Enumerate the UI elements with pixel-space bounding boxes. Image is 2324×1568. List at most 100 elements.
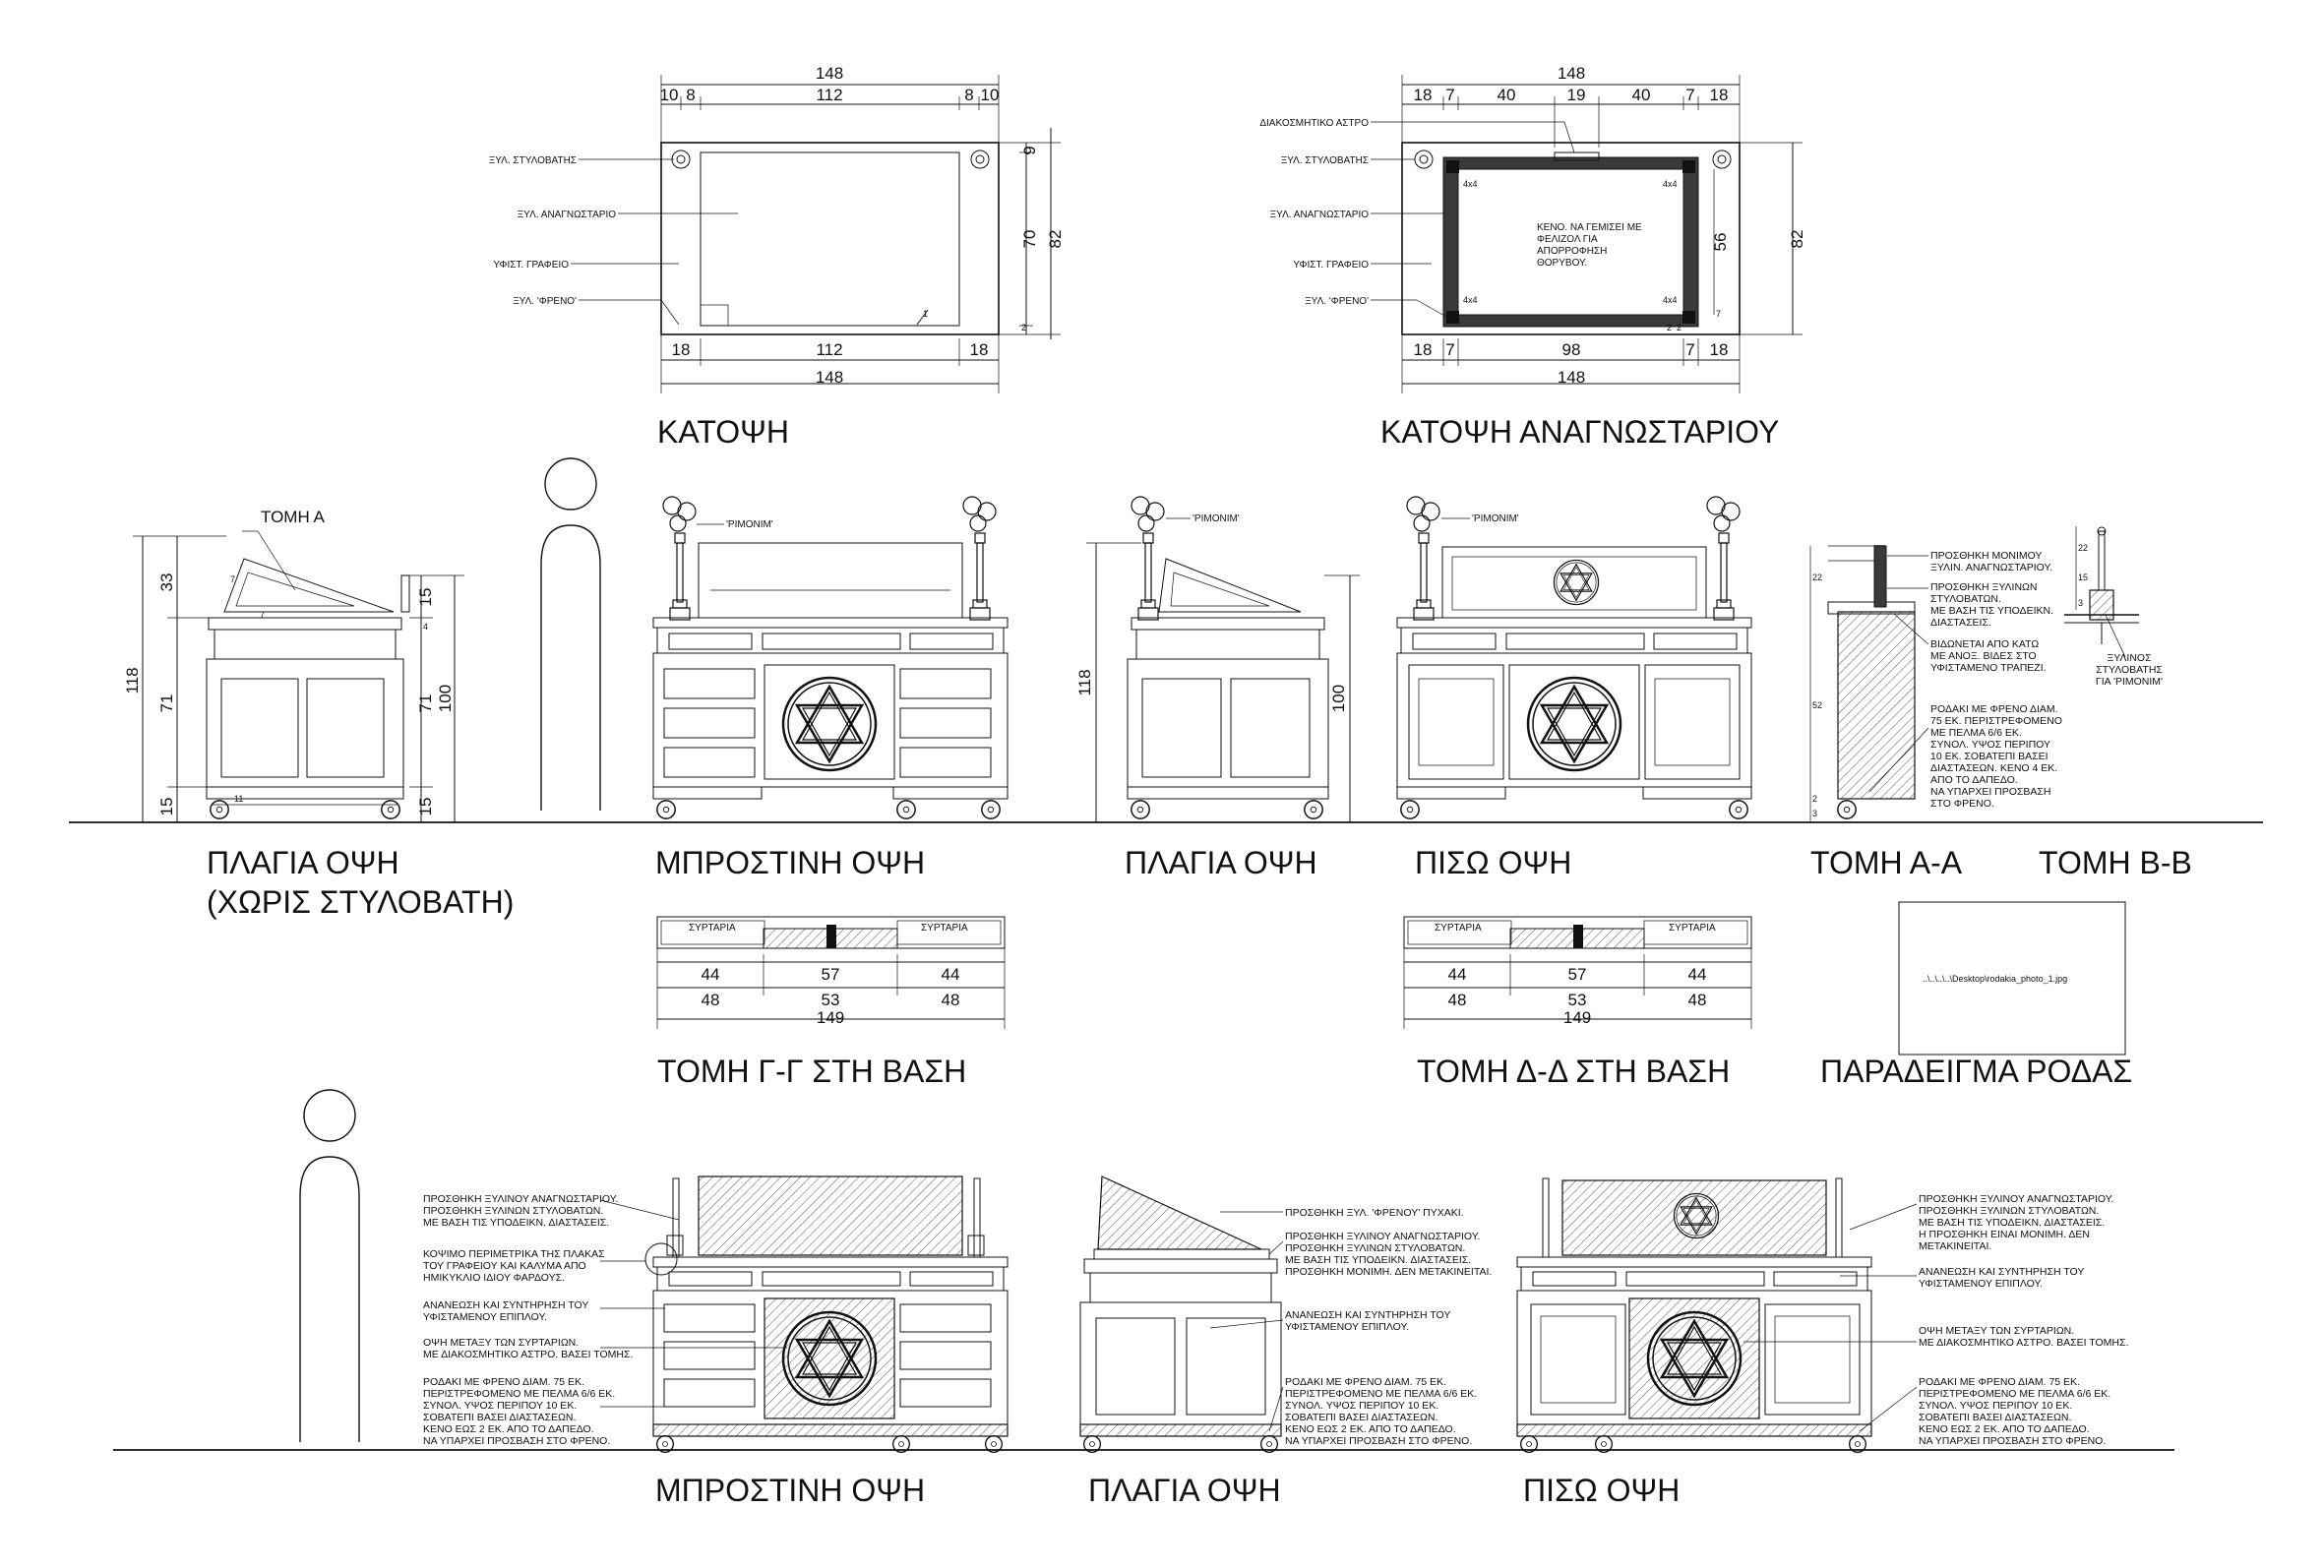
gg-dim: 57 [822, 965, 840, 984]
rimonim-finial-icon [1131, 496, 1165, 621]
section-bb-dim: 3 [2078, 598, 2083, 608]
lower-back-note: ΣΥΝΟΛ. ΥΨΟΣ ΠΕΡΙΠΟΥ 10 ΕΚ. [1919, 1400, 2072, 1412]
plan2-right-dim: 82 [1788, 230, 1806, 249]
plan2-right-dim: 2 [1677, 323, 1682, 332]
lower-back-note: ΑΝΑΝΕΩΣΗ ΚΑΙ ΣΥΝΤΗΡΗΣΗ ΤΟΥ [1919, 1266, 2084, 1278]
lower-back-note: ΠΡΟΣΘΗΚΗ ΞΥΛΙΝΩΝ ΣΤΥΛΟΒΑΤΩΝ. [1919, 1205, 2099, 1217]
lower-side-note: ΠΕΡΙΣΤΡΕΦΟΜΕΝΟ ΜΕ ΠΕΛΜΑ 6/6 ΕΚ. [1285, 1388, 1477, 1400]
lower-front-note: ΚΕΝΟ ΕΩΣ 2 ΕΚ. ΑΠΟ ΤΟ ΔΑΠΕΔΟ. [423, 1423, 594, 1435]
section-aa-note: ΣΤΟ ΦΡΕΝΟ. [1930, 798, 1994, 810]
lower-front-note: ΡΟΔΑΚΙ ΜΕ ΦΡΕΝΟ ΔΙΑΜ. 75 ΕΚ. [423, 1376, 584, 1388]
lower-front-note: ΠΡΟΣΘΗΚΗ ΞΥΛΙΝΩΝ ΣΤΥΛΟΒΑΤΩΝ. [423, 1205, 603, 1217]
rimonim-label: 'ΡΙΜΟΝΙΜ' [1193, 513, 1240, 524]
lower-side-note: ΑΝΑΝΕΩΣΗ ΚΑΙ ΣΥΝΤΗΡΗΣΗ ΤΟΥ [1285, 1309, 1450, 1321]
section-bb-dim: 22 [2078, 543, 2088, 553]
lower-front-note: ΚΟΨΙΜΟ ΠΕΡΙΜΕΤΡΙΚΑ ΤΗΣ ΠΛΑΚΑΣ [423, 1248, 605, 1260]
section-aa-note: ΝΑ ΥΠΑΡΧΕΙ ΠΡΟΣΒΑΣΗ [1930, 786, 2051, 798]
side-right-dim: 100 [1329, 685, 1348, 712]
dd-dim: 44 [1448, 965, 1467, 984]
rimonim-label: 'ΡΙΜΟΝΙΜ' [1472, 513, 1519, 524]
plan1-label: ΞΥΛ. ΣΤΥΛΟΒΑΤΗΣ [489, 155, 577, 166]
lower-back-note: ΝΑ ΥΠΑΡΧΕΙ ΠΡΟΣΒΑΣΗ ΣΤΟ ΦΡΕΝΟ. [1919, 1435, 2106, 1447]
section-aa-dim: 52 [1812, 700, 1822, 710]
plan-katopsi-anagnostariou: 4x4 4x4 4x4 4x4 ΚΕΝΟ. ΝΑ ΓΕΜΙΣΕΙ ΜΕ ΦΕΛΙ… [1259, 64, 1806, 450]
gg-dim: 44 [702, 965, 720, 984]
base-section-gg: ΣΥΡΤΑΡΙΑ ΣΥΡΤΑΡΙΑ 44 57 44 48 53 48 149 … [656, 916, 1006, 1089]
section-aa-note: 75 ΕΚ. ΠΕΡΙΣΤΡΕΦΟΜΕΝΟ [1930, 715, 2062, 727]
gg-dim: 44 [942, 965, 960, 984]
plan2-label: ΞΥΛ. ΣΤΥΛΟΒΑΤΗΣ [1281, 155, 1369, 166]
plan2-top-part: 40 [1632, 86, 1651, 104]
elevation-front: 'ΡΙΜΟΝΙΜ' ΜΠΡΟΣΤΙΝΗ ΟΨΗ [652, 496, 1009, 880]
lower-front-note: ΤΟΥ ΓΡΑΦΕΙΟΥ ΚΑΙ ΚΑΛΥΜΑ ΑΠΟ [423, 1260, 586, 1272]
plan2-note: ΚΕΝΟ. ΝΑ ΓΕΜΙΣΕΙ ΜΕ [1537, 222, 1642, 233]
section-aa: 22 52 2 3 ΠΡΟΣΘΗΚΗ ΜΟΝΙΜΟΥ ΞΥΛΙΝ. ΑΝΑΓΝΩ… [1809, 545, 2062, 880]
lower-front-elevation: ΠΡΟΣΘΗΚΗ ΞΥΛΙΝΟΥ ΑΝΑΓΝΩΣΤΑΡΙΟΥ. ΠΡΟΣΘΗΚΗ… [423, 1176, 1009, 1508]
lower-side-note: ΡΟΔΑΚΙ ΜΕ ΦΡΕΝΟ ΔΙΑΜ. 75 ΕΚ. [1285, 1376, 1446, 1388]
lower-back-note: ΥΦΙΣΤΑΜΕΝΟΥ ΕΠΙΠΛΟΥ. [1919, 1278, 2043, 1290]
lower-front-note: ΑΝΑΝΕΩΣΗ ΚΑΙ ΣΥΝΤΗΡΗΣΗ ΤΟΥ [423, 1299, 588, 1311]
plan2-top-part: 40 [1498, 86, 1516, 104]
plan2-corner-tag: 4x4 [1663, 295, 1678, 305]
section-aa-note: ΞΥΛΙΝ. ΑΝΑΓΝΩΣΤΑΡΙΟΥ. [1930, 562, 2052, 573]
plan1-right-dim: 1 [923, 309, 928, 319]
side-small-dim: 7 [260, 610, 265, 620]
wheel-icon [1131, 800, 1150, 819]
lower-back-note: ΜΕΤΑΚΙΝΕΙΤΑΙ. [1919, 1240, 1991, 1252]
rimonim-finial-icon [962, 496, 997, 621]
plan-katopsi: 148 10 8 112 8 10 18 112 18 148 9 70 82 … [489, 64, 1065, 450]
wheel-icon [896, 800, 916, 819]
section-bb-note: ΓΙΑ 'ΡΙΜΟΝΙΜ' [2096, 676, 2163, 688]
lower-side-note: ΠΡΟΣΘΗΚΗ ΞΥΛΙΝΟΥ ΑΝΑΓΝΩΣΤΑΡΙΟΥ. [1285, 1231, 1480, 1242]
back-elevation-title: ΠΙΣΩ ΟΨΗ [1415, 845, 1571, 880]
plan2-top-part: 7 [1685, 86, 1694, 104]
plan1-top-total: 148 [816, 64, 843, 83]
lower-front-note: ΜΕ ΒΑΣΗ ΤΙΣ ΥΠΟΔΕΙΚΝ. ΔΙΑΣΤΑΣΕΙΣ. [423, 1217, 609, 1229]
plan2-note: ΑΠΟΡΡΟΦΗΣΗ [1537, 246, 1607, 257]
wheel-icon [1729, 800, 1748, 819]
lower-front-note: ΗΜΙΚΥΚΛΙΟ ΙΔΙΟΥ ΦΑΡΔΟΥΣ. [423, 1272, 565, 1284]
plan1-label: ΞΥΛ. ΑΝΑΓΝΩΣΤΑΡΙΟ [518, 210, 617, 220]
plan2-bottom-part: 7 [1445, 340, 1454, 359]
section-aa-note: ΜΕ ΠΕΛΜΑ 6/6 ΕΚ. [1930, 727, 2022, 739]
side-right-dim: 15 [416, 588, 435, 607]
lower-back-note: ΣΟΒΑΤΕΠΙ ΒΑΣΕΙ ΔΙΑΣΤΑΣΕΩΝ. [1919, 1412, 2071, 1423]
drawer-label: ΣΥΡΤΑΡΙΑ [689, 923, 736, 934]
gg-total: 149 [817, 1008, 844, 1027]
lower-side-note: ΠΡΟΣΘΗΚΗ ΞΥΛ. 'ΦΡΕΝΟΥ' ΠΥΧΑΚΙ. [1285, 1207, 1464, 1219]
lower-side-note: ΠΡΟΣΘΗΚΗ ΜΟΝΙΜΗ. ΔΕΝ ΜΕΤΑΚΙΝΕΙΤΑΙ. [1285, 1266, 1492, 1278]
plan2-top-total: 148 [1558, 64, 1585, 83]
plan2-bottom-part: 7 [1685, 340, 1694, 359]
lower-side-note: ΥΦΙΣΤΑΜΕΝΟΥ ΕΠΙΠΛΟΥ. [1285, 1321, 1409, 1333]
section-aa-dim: 22 [1812, 573, 1822, 582]
plan2-bottom-part: 98 [1562, 340, 1581, 359]
lower-back-note: ΜΕ ΒΑΣΗ ΤΙΣ ΥΠΟΔΕΙΚΝ. ΔΙΑΣΤΑΣΕΙΣ. [1919, 1217, 2105, 1229]
section-aa-note: ΣΤΥΛΟΒΑΤΩΝ. [1930, 593, 2001, 605]
side-right-dim: 4 [423, 622, 428, 632]
section-aa-title: ΤΟΜΗ Α-Α [1810, 845, 1963, 880]
section-aa-dim: 2 [1812, 794, 1817, 804]
drawer-label: ΣΥΡΤΑΡΙΑ [1669, 923, 1716, 934]
rimonim-label: 'ΡΙΜΟΝΙΜ' [726, 519, 773, 530]
side-no-post-title-2: (ΧΩΡΙΣ ΣΤΥΛΟΒΑΤΗ) [207, 884, 514, 920]
lower-front-note: ΥΦΙΣΤΑΜΕΝΟΥ ΕΠΙΠΛΟΥ. [423, 1311, 547, 1323]
plan2-label: ΥΦΙΣΤ. ΓΡΑΦΕΙΟ [1293, 260, 1369, 271]
section-aa-note: ΔΙΑΣΤΑΣΕΩΝ. ΚΕΝΟ 4 ΕΚ. [1930, 762, 2057, 774]
lower-back-note: ΠΡΟΣΘΗΚΗ ΞΥΛΙΝΟΥ ΑΝΑΓΝΩΣΤΑΡΙΟΥ. [1919, 1193, 2113, 1205]
side-small-dim: 11 [234, 794, 243, 804]
plan1-top-part: 10 [660, 86, 679, 104]
star-of-david-icon [1553, 559, 1600, 606]
plan1-bottom-part: 18 [672, 340, 691, 359]
rimonim-finial-icon [1406, 496, 1440, 621]
front-elevation-title: ΜΠΡΟΣΤΙΝΗ ΟΨΗ [655, 845, 925, 880]
plan2-bottom-part: 18 [1710, 340, 1729, 359]
plan2-note: ΦΕΛΙΖΟΛ ΓΙΑ [1537, 234, 1598, 245]
lower-back-note: ΠΕΡΙΣΤΡΕΦΟΜΕΝΟ ΜΕ ΠΕΛΜΑ 6/6 ΕΚ. [1919, 1388, 2110, 1400]
lower-back-note: ΜΕ ΔΙΑΚΟΣΜΗΤΙΚΟ ΑΣΤΡΟ. ΒΑΣΕΙ ΤΟΜΗΣ. [1919, 1337, 2128, 1349]
star-of-david-icon [1526, 676, 1622, 772]
side-right-dim: 71 [416, 694, 435, 713]
side-left-dim: 33 [157, 573, 176, 592]
plan2-right-dim: 7 [1716, 309, 1721, 319]
section-bb-title: ΤΟΜΗ Β-Β [2039, 845, 2192, 880]
plan1-title: ΚΑΤΟΨΗ [657, 414, 789, 450]
